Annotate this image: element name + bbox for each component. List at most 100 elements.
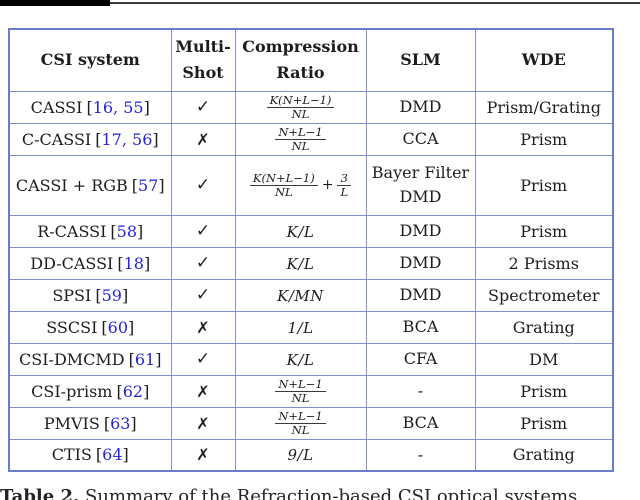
column-header: CSI system — [8, 28, 172, 92]
slm-value-line: BCA — [402, 317, 439, 336]
citation-link[interactable]: 61 — [134, 349, 156, 369]
column-header-line: Ratio — [276, 63, 325, 83]
slm-cell: DMD — [365, 246, 476, 280]
multishot-cell: ✓ — [170, 342, 236, 376]
wde-cell: Spectrometer — [474, 278, 614, 312]
bracket-open: [ — [128, 349, 135, 369]
slm-value-line: DMD — [399, 253, 442, 272]
multishot-mark: ✓ — [195, 253, 211, 273]
citation-link[interactable]: 57 — [138, 175, 159, 195]
system-cell: DD-CASSI[18] — [8, 246, 172, 280]
wde-cell: Prism/Grating — [474, 90, 614, 124]
table-row: DD-CASSI[18] ✓ K/L DMD 2 Prisms — [8, 246, 614, 280]
ratio-cell: 9/L — [234, 438, 367, 472]
bracket-open: [ — [95, 285, 102, 305]
fraction-numerator: 3 — [340, 170, 348, 185]
bracket-open: [ — [116, 381, 123, 401]
multishot-mark: ✓ — [195, 349, 211, 369]
table-row: CTIS[64] ✗ 9/L - Grating — [8, 438, 614, 472]
multishot-cell: ✓ — [170, 214, 236, 248]
system-name: CTIS — [51, 445, 92, 465]
citation-link[interactable]: 18 — [123, 253, 144, 273]
slm-value-line: Bayer Filter — [371, 163, 470, 182]
bracket-open: [ — [117, 253, 124, 273]
column-header-line: Compression — [242, 37, 359, 57]
table-row: R-CASSI[58] ✓ K/L DMD Prism — [8, 214, 614, 248]
system-name: CSI-prism — [31, 381, 113, 401]
wde-cell: Grating — [474, 438, 614, 472]
fraction-denominator: NL — [275, 422, 326, 437]
system-name: CSI-DMCMD — [19, 349, 125, 369]
bracket-open: [ — [110, 221, 117, 241]
slm-value-line: DMD — [399, 221, 442, 240]
table-row: CSI-DMCMD[61] ✓ K/L CFA DM — [8, 342, 614, 376]
caption-text: Summary of the Refraction-based CSI opti… — [79, 486, 584, 500]
multishot-mark: ✗ — [196, 381, 210, 401]
table-row: SSCSI[60] ✗ 1/L BCA Grating — [8, 310, 614, 344]
slm-cell: - — [365, 438, 476, 472]
ratio-cell: K/L — [234, 246, 367, 280]
ratio-inline: 1/L — [287, 318, 314, 337]
multishot-mark: ✗ — [196, 445, 210, 465]
system-name: PMVIS — [43, 413, 100, 433]
slm-cell: BCA — [365, 310, 476, 344]
caption-label: Table 2. — [0, 486, 80, 500]
citation-link[interactable]: 64 — [102, 445, 123, 465]
multishot-cell: ✓ — [170, 278, 236, 312]
bracket-close: ] — [152, 129, 159, 149]
slm-cell: CCA — [365, 122, 476, 156]
citation-link[interactable]: 58 — [116, 221, 138, 241]
fraction-numerator: N+L−1 — [278, 408, 323, 423]
bracket-open: [ — [86, 97, 93, 117]
column-header-line: SLM — [400, 50, 441, 70]
slm-value-line: DMD — [399, 187, 442, 206]
top-black-bar — [0, 0, 110, 6]
fraction-numerator: K(N+L−1) — [252, 170, 315, 185]
fraction-denominator: NL — [249, 184, 318, 199]
ratio-cell: K/L — [234, 214, 367, 248]
system-cell: CSI-DMCMD[61] — [8, 342, 172, 376]
citation-link[interactable]: 62 — [122, 381, 144, 401]
fraction-denominator: NL — [275, 390, 326, 405]
system-name: DD-CASSI — [30, 253, 114, 273]
system-cell: SPSI[59] — [8, 278, 172, 312]
wde-cell: 2 Prisms — [474, 246, 614, 280]
citation-link[interactable]: 60 — [107, 317, 129, 337]
multishot-cell: ✓ — [170, 154, 236, 216]
ratio-cell: K/MN — [234, 278, 367, 312]
column-header: Multi-Shot — [170, 28, 236, 92]
ratio-cell: K/L — [234, 342, 367, 376]
bracket-close: ] — [155, 349, 162, 369]
fraction-numerator: N+L−1 — [278, 124, 323, 139]
citation-link[interactable]: 59 — [101, 285, 122, 305]
bracket-open: [ — [101, 317, 108, 337]
citation-link[interactable]: 16, 55 — [92, 97, 144, 117]
bracket-close: ] — [130, 413, 137, 433]
ratio-inline: K/L — [286, 222, 315, 241]
citation-link[interactable]: 63 — [110, 413, 131, 433]
ratio-cell: 1/L — [234, 310, 367, 344]
multishot-mark: ✓ — [195, 285, 211, 305]
system-name: R-CASSI — [37, 221, 107, 241]
multishot-cell: ✓ — [170, 90, 236, 124]
fraction-numerator: K(N+L−1) — [269, 92, 332, 107]
system-name: C-CASSI — [21, 129, 92, 149]
bracket-close: ] — [143, 97, 150, 117]
slm-value-line: DMD — [399, 97, 442, 116]
bracket-close: ] — [122, 445, 129, 465]
ratio-inline: 9/L — [287, 446, 314, 465]
wde-cell: Prism — [474, 154, 614, 216]
system-name: SSCSI — [46, 317, 98, 337]
citation-link[interactable]: 17, 56 — [101, 129, 153, 149]
table-row: SPSI[59] ✓ K/MN DMD Spectrometer — [8, 278, 614, 312]
